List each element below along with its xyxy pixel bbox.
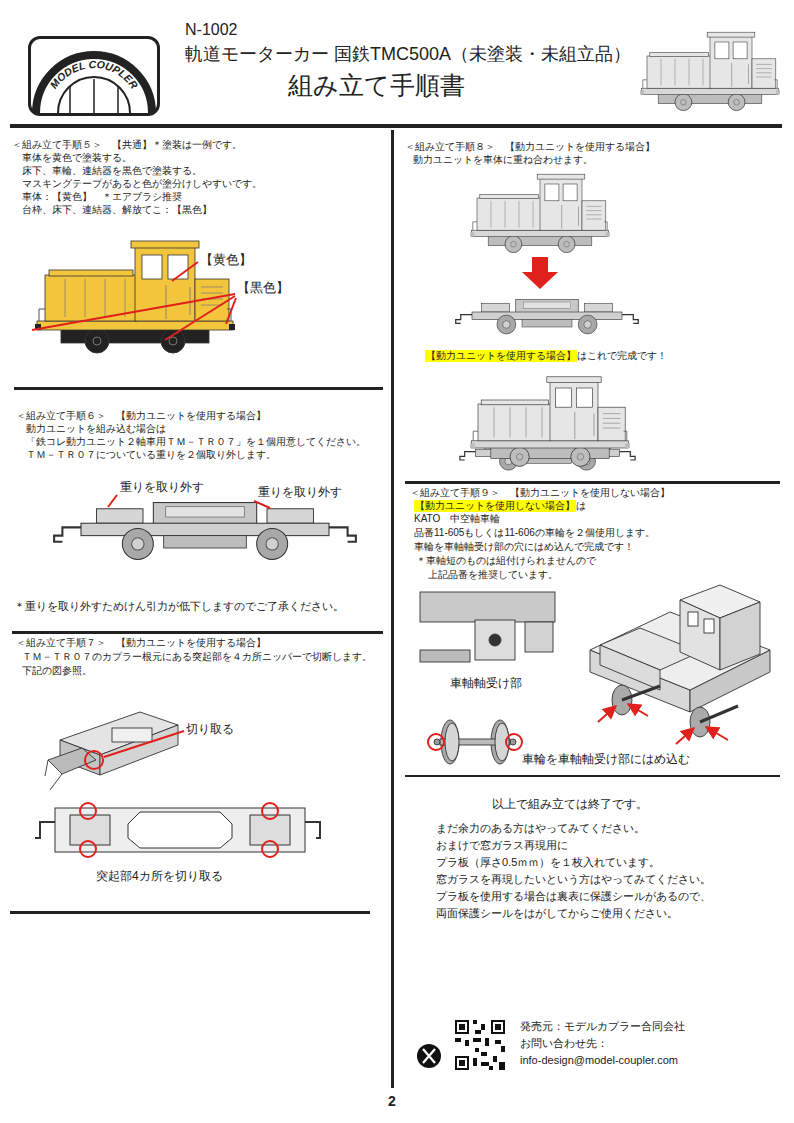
product-name: 軌道モーターカー 国鉄TMC500A（未塗装・未組立品） [185,44,631,66]
extra-text: プラ板を使用する場合は裏表に保護シールがあるので、 [436,890,711,903]
color-callout: 【黒色】 [237,280,289,296]
highlight-box: 【動力ユニットを使用する場合】 [425,350,577,362]
step-text: KATO 中空軸車輪 [414,513,500,525]
note-text: ＊重りを取り外すためけん引力が低下しますのでご了承ください。 [14,600,344,613]
color-callout: 【黄色】 [200,252,252,268]
contact-email: info-design@model-coupler.com [520,1054,678,1067]
iso-loco-figure [590,585,770,737]
step-heading: ＜組み立て手順５＞ 【共通】＊塗装は一例です。 [12,139,242,151]
step-text: 「鉄コレ動力ユニット２軸車用ＴＭ－ＴＲ０７」を１個用意してください。 [26,436,366,448]
bearing-detail-figure [420,592,555,662]
step-text: 床下、車輪、連結器を黒色で塗装する。 [22,165,202,177]
step-text: は [576,500,586,512]
step-text: 車輪を車軸軸受け部の穴にはめ込んで完成です！ [414,541,634,553]
page-title: 組み立て手順書 [288,70,465,100]
step-text: ＴＭ－ＴＲ０７についている重りを２個取り外します。 [26,449,276,461]
extra-text: まだ余力のある方はやってみてください。 [436,822,645,835]
extra-text: 窓ガラスを再現したいという方はやってみてください。 [436,873,711,886]
power-unit-figure [54,503,356,560]
step-text: 品番11-605もしくは11-606の車輪を２個使用します。 [414,527,655,539]
part-callout: 切り取る [186,722,234,736]
step-heading: ＜組み立て手順８＞ 【動力ユニットを使用する場合】 [405,141,655,153]
qr-code [455,1020,505,1070]
note-text: ＊車軸短のものは組付けられませんので [416,555,596,567]
rule-lines [10,124,782,1088]
step-text: 車体：【黄色】 ＊エアブラシ推奨 [22,191,182,203]
step-text: 動力ユニットを組み込む場合は [26,423,166,435]
logo-box: MODEL COUPLER [28,36,160,116]
logo-text: MODEL COUPLER [47,58,141,91]
part-callout: 重りを取り外す [120,480,204,494]
contact-text: お問い合わせ先： [520,1037,608,1050]
cut-marks [85,731,184,769]
highlight-text: 【動力ユニットを使用しない場合】 [415,500,575,511]
extra-text: プラ板（厚さ0.5ｍｍ）を１枚入れています。 [436,856,660,869]
part-callout: 車軸軸受け部 [450,676,522,690]
step-text: 下記の図参照。 [22,665,92,677]
extra-text: 両面保護シールをはがしてからご使用ください。 [436,907,678,920]
product-code: N-1002 [185,20,237,39]
step-text: マスキングテープがあると色が塗分けしやすいです。 [22,178,262,190]
assembled-loco-figure [470,377,630,467]
leader-lines [108,495,270,508]
note-text: 上記品番を推奨しています。 [428,569,558,581]
step-text: ＴＭ－ＴＲ０７のカプラー根元にある突起部を４カ所ニッパーで切断します。 [22,651,372,663]
power-unit-figure [456,300,639,334]
logo-arch [36,55,152,113]
step-heading: ＜組み立て手順６＞ 【動力ユニットを使用する場合】 [16,410,266,422]
highlight-text: 【動力ユニットを使用する場合】 [426,350,576,361]
figure-caption: 突起部4カ所を切り取る [96,869,223,883]
step-text: 車体を黄色で塗装する。 [22,152,132,164]
down-arrow [522,257,558,289]
part-callout: 重りを取り外す [258,485,342,499]
closing-text: 以上で組み立ては終了です。 [492,797,648,811]
step-heading: ＜組み立て手順７＞ 【動力ユニットを使用する場合】 [16,637,266,649]
wheelset-figure [434,720,516,764]
cut-marks [428,734,522,750]
extra-text: おまけで窓ガラス再現用に [436,839,568,852]
figure-caption: 車輪を車軸軸受け部にはめ込む [522,752,690,766]
loco-figure [640,32,780,110]
leader-lines [32,262,236,340]
pointer-arrows [598,704,728,744]
publisher-text: 発売元：モデルカプラー合同会社 [520,1020,685,1033]
page-number: 2 [388,1093,396,1110]
loco-figure [470,174,610,252]
logo-text-svg: MODEL COUPLER [31,39,157,113]
highlight-box: 【動力ユニットを使用しない場合】 [414,500,576,512]
cut-marks [80,803,278,857]
coupler-detail-figure [45,712,178,790]
x-icon [417,1044,441,1068]
step-text: 台枠、床下、連結器、解放てこ：【黒色】 [22,204,212,216]
step-text: 動力ユニットを車体に重ね合わせます。 [413,154,593,166]
step-heading: ＜組み立て手順９＞ 【動力ユニットを使用しない場合】 [410,487,670,499]
step-text: はこれで完成です！ [577,350,667,362]
